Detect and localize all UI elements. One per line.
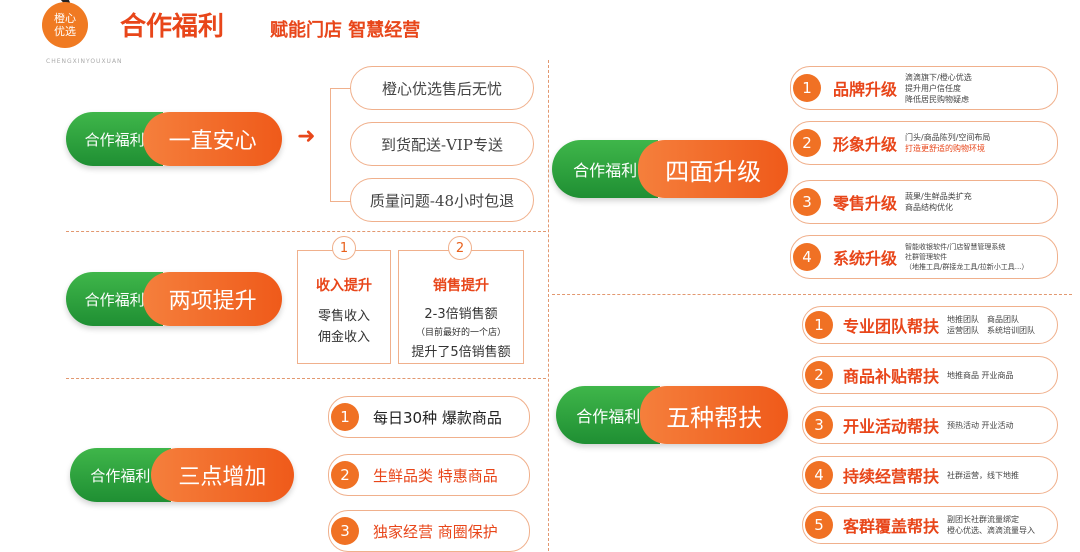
s5-item-5: 5 客群覆盖帮扶 副团长社群流量绑定 橙心优选、滴滴流量导入 (802, 506, 1058, 544)
pill-s2-left: 合作福利 (66, 272, 164, 326)
pill-s2-right: 两项提升 (143, 272, 282, 326)
s3-item-3: 3 独家经营 商圈保护 (328, 510, 530, 552)
s5-item-2-label: 商品补贴帮扶 (843, 367, 940, 386)
s4-item-3: 3 零售升级 蔬果/生鲜品类扩充 商品结构优化 (790, 180, 1058, 224)
s4-item-4: 4 系统升级 智能收银软件/门店智慧管理系统 社群管理软件 （地推工具/群接龙工… (790, 235, 1058, 279)
s4-item-2: 2 形象升级 门头/商品陈列/空间布局 打造更舒适的购物环境 (790, 121, 1058, 165)
s3-item-2-num: 2 (331, 461, 359, 489)
pill-s4: 合作福利 四面升级 (552, 140, 788, 198)
s1-item-1: 橙心优选售后无忧 (350, 66, 534, 110)
page-title: 合作福利 (120, 12, 225, 42)
s4-item-2-label: 形象升级 (833, 135, 898, 154)
brand-english: CHENGXINYOUXUAN (46, 58, 123, 65)
s4-item-2-num: 2 (793, 129, 821, 157)
s3-item-3-text: 独家经营 商圈保护 (373, 522, 498, 541)
pill-s3: 合作福利 三点增加 (70, 448, 294, 502)
divider-right-1 (552, 294, 1072, 295)
s5-item-1: 1 专业团队帮扶 地推团队 商品团队 运营团队 系统培训团队 (802, 306, 1058, 344)
s2-card-2-line1: 2-3倍销售额 (424, 307, 498, 322)
pill-s5-right: 五种帮扶 (640, 386, 788, 444)
s5-item-3: 3 开业活动帮扶 预热活动 开业活动 (802, 406, 1058, 444)
s2-card-2-line3: 提升了5倍销售额 (411, 345, 511, 360)
s4-item-4-desc: 智能收银软件/门店智慧管理系统 社群管理软件 （地推工具/群接龙工具/拉新小工具… (905, 242, 1028, 272)
s4-item-1-label: 品牌升级 (833, 80, 898, 99)
s5-item-2: 2 商品补贴帮扶 地推商品 开业商品 (802, 356, 1058, 394)
s4-item-1-desc-3: 降低居民购物疑虑 (905, 94, 969, 104)
s1-item-2: 到货配送-VIP专送 (350, 122, 534, 166)
divider-left-2 (66, 378, 546, 379)
s3-item-2-text: 生鲜品类 特惠商品 (373, 466, 498, 485)
s4-item-1-desc-1: 滴滴旗下/橙心优选 (905, 72, 972, 82)
s3-item-2: 2 生鲜品类 特惠商品 (328, 454, 530, 496)
s5-item-3-desc: 预热活动 开业活动 (947, 420, 1014, 430)
s5-item-2-num: 2 (805, 361, 833, 389)
s2-card-1-line1: 零售收入 (317, 309, 370, 324)
s4-item-2-desc-2: 打造更舒适的购物环境 (905, 144, 985, 153)
logo-line1: 橙心 (54, 12, 76, 25)
s5-item-4-num: 4 (805, 461, 833, 489)
s2-card-2-line2: （目前最好的一个店） (415, 328, 506, 338)
s4-item-1: 1 品牌升级 滴滴旗下/橙心优选 提升用户信任度 降低居民购物疑虑 (790, 66, 1058, 110)
s2-card-2-num: 2 (448, 236, 472, 260)
pill-s2: 合作福利 两项提升 (66, 272, 282, 326)
s1-bracket (330, 88, 351, 202)
s3-item-1: 1 每日30种 爆款商品 (328, 396, 530, 438)
s4-item-1-desc-2: 提升用户信任度 (905, 83, 961, 93)
pill-s4-right: 四面升级 (638, 140, 788, 198)
s2-card-1-line2: 佣金收入 (317, 330, 370, 345)
s4-item-3-num: 3 (793, 188, 821, 216)
s5-item-1-desc-1: 地推团队 商品团队 (947, 315, 1019, 324)
s4-item-4-label: 系统升级 (833, 249, 898, 268)
s5-item-4-desc: 社群运营，线下地推 (947, 470, 1019, 480)
s5-item-1-num: 1 (805, 311, 833, 339)
s5-item-5-desc-1: 副团长社群流量绑定 (947, 515, 1019, 524)
s4-item-4-desc-3: （地推工具/群接龙工具/拉新小工具...） (905, 263, 1029, 271)
pill-s1: 合作福利 一直安心 (66, 112, 282, 166)
s4-item-3-desc-2: 商品结构优化 (905, 203, 953, 212)
arrow-right-icon: ➜ (297, 124, 316, 149)
s2-card-2: 销售提升 2-3倍销售额 （目前最好的一个店） 提升了5倍销售额 (398, 250, 524, 364)
s2-card-1-num: 1 (332, 236, 356, 260)
s2-card-2-title: 销售提升 (433, 278, 489, 294)
s5-item-1-desc-2: 运营团队 系统培训团队 (947, 326, 1035, 335)
s5-item-4-label: 持续经营帮扶 (843, 467, 940, 486)
pill-s1-right: 一直安心 (143, 112, 282, 166)
s5-item-5-num: 5 (805, 511, 833, 539)
s4-item-1-num: 1 (793, 74, 821, 102)
s5-item-3-num: 3 (805, 411, 833, 439)
pill-s1-left: 合作福利 (66, 112, 164, 166)
s5-item-5-desc-2: 橙心优选、滴滴流量导入 (947, 526, 1035, 535)
s5-item-3-label: 开业活动帮扶 (843, 417, 940, 436)
s5-item-4: 4 持续经营帮扶 社群运营，线下地推 (802, 456, 1058, 494)
s3-item-1-num: 1 (331, 403, 359, 431)
s2-card-1-title: 收入提升 (316, 278, 372, 294)
s4-item-4-num: 4 (793, 243, 821, 271)
s4-item-1-desc: 滴滴旗下/橙心优选 提升用户信任度 降低居民购物疑虑 (905, 72, 972, 105)
s4-item-2-desc: 门头/商品陈列/空间布局 打造更舒适的购物环境 (905, 132, 990, 154)
s5-item-2-desc: 地推商品 开业商品 (947, 370, 1014, 380)
pill-s5: 合作福利 五种帮扶 (556, 386, 788, 444)
s5-item-1-label: 专业团队帮扶 (843, 317, 940, 336)
s4-item-3-desc: 蔬果/生鲜品类扩充 商品结构优化 (905, 191, 972, 213)
s4-item-4-desc-1: 智能收银软件/门店智慧管理系统 (905, 243, 1006, 251)
logo: 橙心 优选 (42, 2, 88, 48)
logo-line2: 优选 (54, 25, 76, 38)
s3-item-1-text: 每日30种 爆款商品 (373, 408, 502, 427)
pill-s3-right: 三点增加 (150, 448, 294, 502)
s1-item-3: 质量问题-48小时包退 (350, 178, 534, 222)
s4-item-3-desc-1: 蔬果/生鲜品类扩充 (905, 192, 972, 201)
divider-left-1 (66, 231, 546, 232)
s4-item-2-desc-1: 门头/商品陈列/空间布局 (905, 133, 991, 142)
s5-item-5-label: 客群覆盖帮扶 (843, 517, 940, 536)
center-divider (548, 60, 549, 551)
page-subtitle: 赋能门店 智慧经营 (270, 20, 421, 41)
s2-card-1: 收入提升 零售收入 佣金收入 (297, 250, 391, 364)
s4-item-3-label: 零售升级 (833, 194, 898, 213)
s3-item-3-num: 3 (331, 517, 359, 545)
s4-item-4-desc-2: 社群管理软件 (905, 253, 947, 261)
s5-item-1-desc: 地推团队 商品团队 运营团队 系统培训团队 (947, 314, 1035, 336)
s5-item-5-desc: 副团长社群流量绑定 橙心优选、滴滴流量导入 (947, 514, 1035, 536)
